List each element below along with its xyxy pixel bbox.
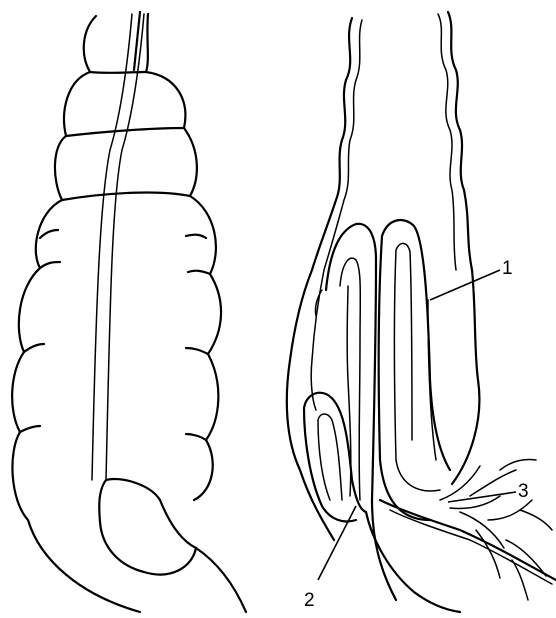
fold-central-outer	[379, 220, 450, 520]
external-bottom-curve	[196, 548, 246, 612]
label-2: 2	[304, 590, 315, 611]
leader-line-2	[318, 506, 356, 580]
fold-central-inner	[395, 243, 441, 491]
section-inner-right	[438, 14, 456, 270]
taenia-band	[92, 14, 144, 480]
leader-line-3	[448, 492, 516, 502]
external-segment-lines	[20, 72, 210, 440]
callouts: 1 2 3	[304, 258, 529, 611]
leader-line-1	[430, 270, 500, 300]
label-3: 3	[518, 481, 529, 502]
section-outer-right	[448, 12, 479, 484]
section-view	[287, 12, 556, 612]
appendix-bulb	[99, 479, 196, 575]
external-view	[12, 12, 246, 612]
label-1: 1	[502, 258, 513, 279]
external-outline-right	[146, 14, 221, 500]
section-outer-left	[287, 18, 352, 540]
section-inner-left	[311, 20, 362, 410]
bottom-tube-inner	[390, 510, 552, 584]
fold-lower-inner	[318, 414, 342, 500]
